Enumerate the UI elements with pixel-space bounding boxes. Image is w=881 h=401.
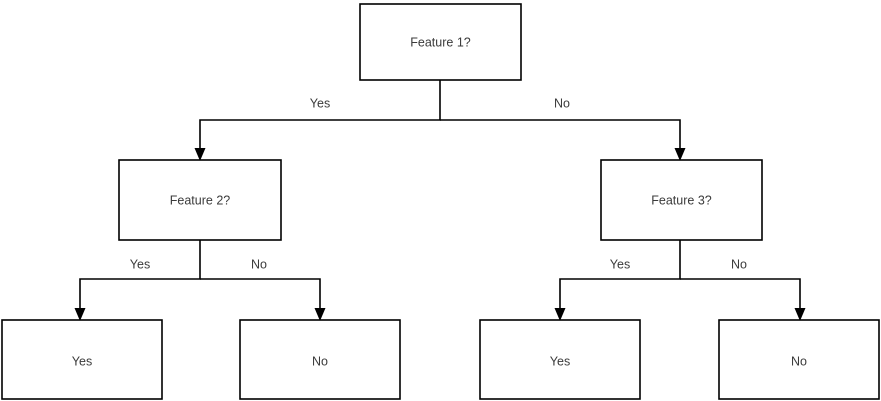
edge-label-feature2-yes: Yes [130,257,150,271]
node-leaf3[interactable]: Yes [479,319,641,400]
arrow-head-icon [314,308,326,321]
edge-label-root-no: No [554,96,570,110]
edge-label-feature3-yes: Yes [610,257,630,271]
edge-feature2-to-leaf2 [200,278,326,321]
edge-root-to-feature2 [194,80,441,161]
edge-feature3-to-leaf4 [680,278,806,321]
arrow-head-icon [74,308,86,321]
node-feature3-label: Feature 3? [651,193,712,207]
node-root-label: Feature 1? [410,35,471,49]
node-leaf3-label: Yes [550,354,570,368]
edge-feature3-to-leaf3 [554,240,681,321]
node-leaf2[interactable]: No [239,319,401,400]
edge-root-to-feature3 [440,119,686,161]
edge-label-root-yes: Yes [310,96,330,110]
node-root[interactable]: Feature 1? [359,3,522,81]
arrow-head-icon [674,148,686,161]
node-leaf1[interactable]: Yes [1,319,163,400]
node-leaf4-label: No [791,354,807,368]
arrow-head-icon [554,308,566,321]
edge-feature2-to-leaf1 [74,240,201,321]
node-leaf1-label: Yes [72,354,92,368]
node-feature2[interactable]: Feature 2? [118,159,282,241]
node-feature3[interactable]: Feature 3? [600,159,763,241]
node-leaf2-label: No [312,354,328,368]
edge-label-feature2-no: No [251,257,267,271]
edge-label-feature3-no: No [731,257,747,271]
node-feature2-label: Feature 2? [170,193,231,207]
arrow-head-icon [194,148,206,161]
node-leaf4[interactable]: No [718,319,880,400]
arrow-head-icon [794,308,806,321]
